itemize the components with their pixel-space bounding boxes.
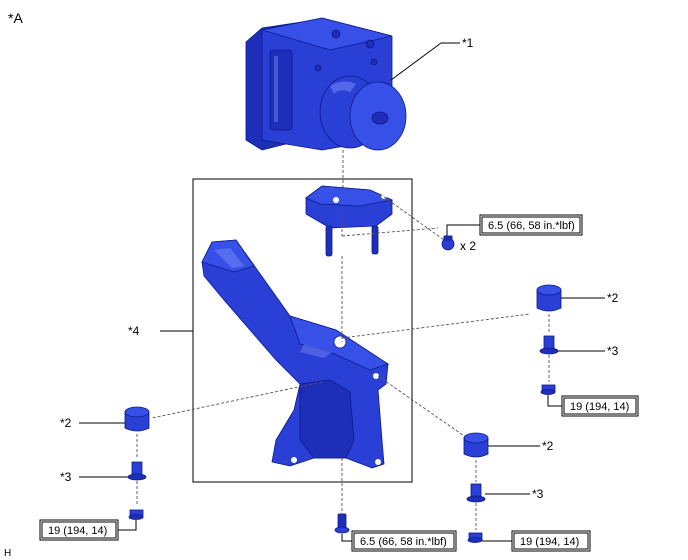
left-collar-part bbox=[127, 461, 147, 481]
callout-right-upper-collar: *3 bbox=[607, 344, 619, 358]
right-upper-cushion-part bbox=[536, 284, 562, 312]
callout-left-cushion: *2 bbox=[60, 416, 72, 430]
torque-spec-right-upper-nut: 19 (194, 14) bbox=[561, 395, 639, 417]
callout-right-lower-collar: *3 bbox=[532, 487, 544, 501]
svg-text:6.5 (66, 58 in.*lbf): 6.5 (66, 58 in.*lbf) bbox=[488, 220, 575, 232]
bolt-part bbox=[441, 235, 455, 251]
callout-actuator: *1 bbox=[462, 36, 474, 50]
torque-spec-actuator-bolts: 6.5 (66, 58 in.*lbf) bbox=[479, 214, 583, 236]
svg-text:19 (194, 14): 19 (194, 14) bbox=[570, 401, 629, 413]
svg-text:6.5 (66, 58 in.*lbf): 6.5 (66, 58 in.*lbf) bbox=[360, 536, 447, 548]
svg-text:19 (194, 14): 19 (194, 14) bbox=[520, 536, 579, 548]
callout-left-collar: *3 bbox=[60, 470, 72, 484]
torque-spec-right-lower-nut: 19 (194, 14) bbox=[511, 530, 591, 552]
right-lower-nut-part bbox=[467, 532, 483, 543]
right-lower-collar-part bbox=[466, 483, 486, 503]
callout-bracket: *4 bbox=[128, 324, 140, 338]
bottom-bolt-part bbox=[334, 513, 350, 534]
left-nut-part bbox=[128, 509, 144, 520]
callout-right-lower-cushion: *2 bbox=[542, 439, 554, 453]
callout-right-upper-cushion: *2 bbox=[607, 291, 619, 305]
right-upper-collar-part bbox=[539, 335, 559, 355]
actuator-part bbox=[245, 17, 407, 151]
torque-spec-bracket-bolt: 6.5 (66, 58 in.*lbf) bbox=[351, 530, 457, 552]
svg-text:19 (194, 14): 19 (194, 14) bbox=[48, 525, 107, 537]
right-lower-cushion-part bbox=[463, 432, 489, 458]
right-upper-nut-part bbox=[540, 384, 556, 395]
illustration-code: H bbox=[4, 548, 11, 559]
torque-spec-left-nut: 19 (194, 14) bbox=[39, 519, 119, 541]
left-cushion-part bbox=[124, 406, 150, 432]
bolt-quantity: x 2 bbox=[460, 239, 476, 253]
view-label: *A bbox=[8, 10, 23, 26]
bracket-part bbox=[201, 239, 389, 469]
upper-mount-part bbox=[305, 185, 394, 257]
